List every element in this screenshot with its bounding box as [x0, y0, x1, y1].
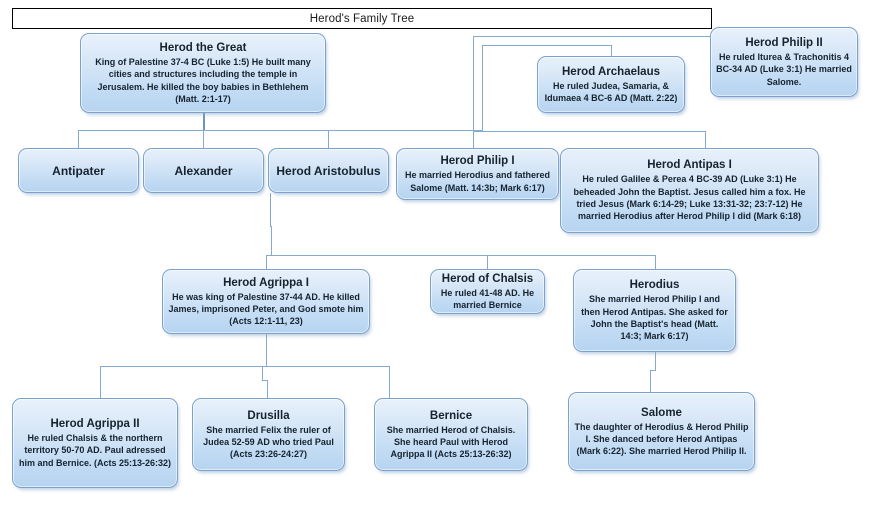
connector-drop-herodius — [655, 255, 656, 269]
node-description: She married Herod Philip I and then Hero… — [581, 294, 728, 342]
node-title: Antipater — [52, 163, 105, 178]
connector-drop-bernice — [389, 366, 390, 398]
node-title: Herod of Chalsis — [441, 272, 534, 285]
connector-drop-drusilla — [267, 380, 268, 398]
node-herod-agrippa-i[interactable]: Herod Agrippa I He was king of Palestine… — [162, 269, 370, 334]
node-title: Herod Aristobulus — [276, 163, 381, 178]
node-description: The daughter of Herodius & Herod Philip … — [574, 421, 749, 457]
node-drusilla[interactable]: Drusilla She married Felix the ruler of … — [192, 398, 345, 471]
node-herod-agrippa-ii[interactable]: Herod Agrippa II He ruled Chalsis & the … — [12, 398, 178, 488]
connector-riser-outer — [473, 36, 474, 131]
node-herodius[interactable]: Herodius She married Herod Philip I and … — [573, 269, 736, 352]
connector-drop-chalsis — [487, 255, 488, 269]
node-herod-antipas-i[interactable]: Herod Antipas I He ruled Galilee & Perea… — [560, 148, 819, 233]
node-title: Herodius — [629, 279, 680, 292]
node-antipater[interactable]: Antipater — [18, 148, 139, 193]
node-title: Herod Philip II — [745, 37, 823, 50]
connector-gen3-main-bus — [266, 255, 656, 256]
node-bernice[interactable]: Bernice She married Herod of Chalsis. Sh… — [374, 398, 528, 471]
node-title: Bernice — [429, 409, 473, 422]
node-description: He ruled Galilee & Perea 4 BC-39 AD (Luk… — [573, 174, 806, 222]
node-description: He married Herodius and fathered Salome … — [404, 170, 551, 193]
connector-drop-salome — [650, 370, 651, 392]
connector-drop-philip-i — [473, 130, 474, 148]
node-title: Herod Philip I — [440, 155, 515, 168]
connector-herodius-stem — [655, 352, 656, 370]
connector-bus-antipas — [473, 131, 706, 132]
node-description: She married Felix the ruler of Judea 52-… — [203, 424, 334, 460]
node-title: Herod Archaelaus — [562, 65, 660, 78]
connector-drop-agrippa-ii — [100, 366, 101, 398]
node-herod-of-chalsis[interactable]: Herod of Chalsis He ruled 41-48 AD. He m… — [430, 269, 545, 314]
node-herod-archaelaus[interactable]: Herod Archaelaus He ruled Judea, Samaria… — [537, 56, 685, 113]
connector-gen4-jog-h — [262, 380, 268, 381]
connector-drop-antipas — [705, 131, 706, 148]
connector-top-bus-philip-ii — [473, 36, 761, 37]
node-herod-the-great[interactable]: Herod the Great King of Palestine 37-4 B… — [80, 33, 326, 113]
node-description: He ruled Judea, Samaria, & Idumaea 4 BC-… — [544, 80, 678, 103]
connector-drop-agrippa-i — [266, 255, 267, 269]
connector-drop-alexander — [203, 130, 204, 148]
connector-drop-antipater — [78, 130, 79, 148]
page-title: Herod's Family Tree — [309, 12, 415, 25]
connector-aristobulus-stem — [270, 193, 271, 226]
connector-gen3-jog — [271, 226, 272, 255]
connector-drop-aristobulus — [328, 130, 329, 148]
node-herod-philip-i[interactable]: Herod Philip I He married Herodius and f… — [396, 148, 559, 200]
node-description: He was king of Palestine 37-44 AD. He ki… — [168, 291, 364, 327]
node-description: She married Herod of Chalsis. She heard … — [386, 424, 516, 460]
node-alexander[interactable]: Alexander — [143, 148, 264, 193]
node-herod-philip-ii[interactable]: Herod Philip II He ruled Iturea & Tracho… — [710, 27, 858, 97]
node-title: Herod Agrippa I — [223, 276, 309, 289]
node-title: Herod Antipas I — [647, 159, 732, 172]
node-salome[interactable]: Salome The daughter of Herodius & Herod … — [568, 392, 755, 471]
node-title: Alexander — [174, 163, 233, 178]
node-description: He ruled Iturea & Trachonitis 4 BC-34 AD… — [716, 52, 852, 87]
connector-gen4-jog — [262, 366, 263, 380]
node-description: He ruled Chalsis & the northern territor… — [18, 433, 172, 468]
connector-gen4-bus — [100, 366, 390, 367]
connector-riser-inner — [482, 45, 483, 131]
node-herod-aristobulus[interactable]: Herod Aristobulus — [268, 148, 389, 193]
connector-drop-archelaus — [611, 45, 612, 56]
connector-gen2-bus — [78, 130, 483, 131]
node-title: Salome — [641, 406, 682, 419]
node-title: Herod the Great — [159, 41, 247, 54]
connector-herod-great-stem — [203, 113, 205, 131]
node-title: Drusilla — [247, 409, 290, 422]
node-title: Herod Agrippa II — [50, 418, 140, 431]
connector-salome-jog-h — [650, 370, 656, 371]
node-description: King of Palestine 37-4 BC (Luke 1:5) He … — [95, 56, 311, 104]
connector-top-bus-archelaus — [482, 45, 612, 46]
node-description: He ruled 41-48 AD. He married Bernice — [440, 287, 535, 310]
diagram-title-banner: Herod's Family Tree — [12, 8, 712, 29]
connector-agrippa-i-stem — [266, 334, 267, 366]
